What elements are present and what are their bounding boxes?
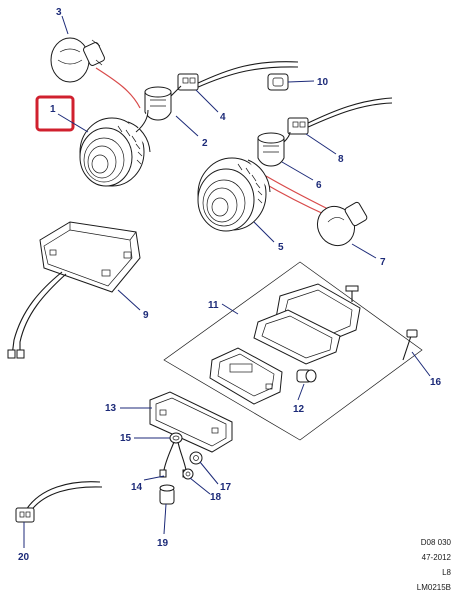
- leader-lines: [23, 15, 431, 548]
- harness-20-icon: [15, 481, 103, 523]
- bulb-holder-2-icon: [144, 85, 182, 121]
- grommet-10-icon: [267, 73, 289, 91]
- washer-18-icon: [182, 468, 194, 480]
- callout-6: 6: [316, 180, 322, 191]
- side-lamp-1-icon: [79, 109, 151, 187]
- callout-4: 4: [220, 112, 226, 123]
- callout-20: 20: [18, 552, 30, 563]
- connector-4-icon: [177, 73, 199, 91]
- connector-8-icon: [287, 117, 309, 135]
- bulb-19-icon: [159, 484, 175, 505]
- callout-2: 2: [202, 138, 208, 149]
- highlight-box: [35, 95, 75, 132]
- reference-code-1: D08 030: [420, 538, 451, 547]
- callout-5: 5: [278, 242, 284, 253]
- callout-15: 15: [120, 433, 132, 444]
- callout-10: 10: [317, 77, 329, 88]
- callout-1: 1: [50, 104, 56, 115]
- reference-code-3: L8: [442, 568, 451, 577]
- callout-14: 14: [131, 482, 143, 493]
- side-lamp-5-icon: [197, 157, 271, 232]
- callout-12: 12: [293, 404, 305, 415]
- screw-kit-icon: [345, 285, 418, 361]
- callout-16: 16: [430, 377, 442, 388]
- lens-housing-icon: [209, 283, 361, 405]
- callout-3: 3: [56, 7, 62, 18]
- bulb-3-icon: [50, 37, 105, 83]
- callout-11: 11: [208, 300, 219, 311]
- callout-17: 17: [220, 482, 232, 493]
- callout-13: 13: [105, 403, 117, 414]
- rear-lamp-9-icon: [39, 221, 141, 293]
- nut-17-icon: [189, 451, 203, 465]
- grommet-15-icon: [169, 432, 183, 444]
- bulb-7-icon: [316, 201, 368, 247]
- reference-code-4: LM0215B: [416, 583, 451, 592]
- callout-8: 8: [338, 154, 344, 165]
- bulb-holder-6-icon: [257, 131, 291, 167]
- harness-9-icon: [7, 271, 67, 359]
- callout-19: 19: [157, 538, 169, 549]
- wire-upper: [95, 61, 299, 109]
- callout-7: 7: [380, 257, 386, 268]
- callout-9: 9: [143, 310, 149, 321]
- kit-11-box: [163, 261, 423, 441]
- callout-18: 18: [210, 492, 222, 503]
- number-plate-lamp-13-icon: [149, 391, 233, 453]
- reference-code-2: 47-2012: [421, 553, 451, 562]
- bulb-12-icon: [296, 369, 317, 383]
